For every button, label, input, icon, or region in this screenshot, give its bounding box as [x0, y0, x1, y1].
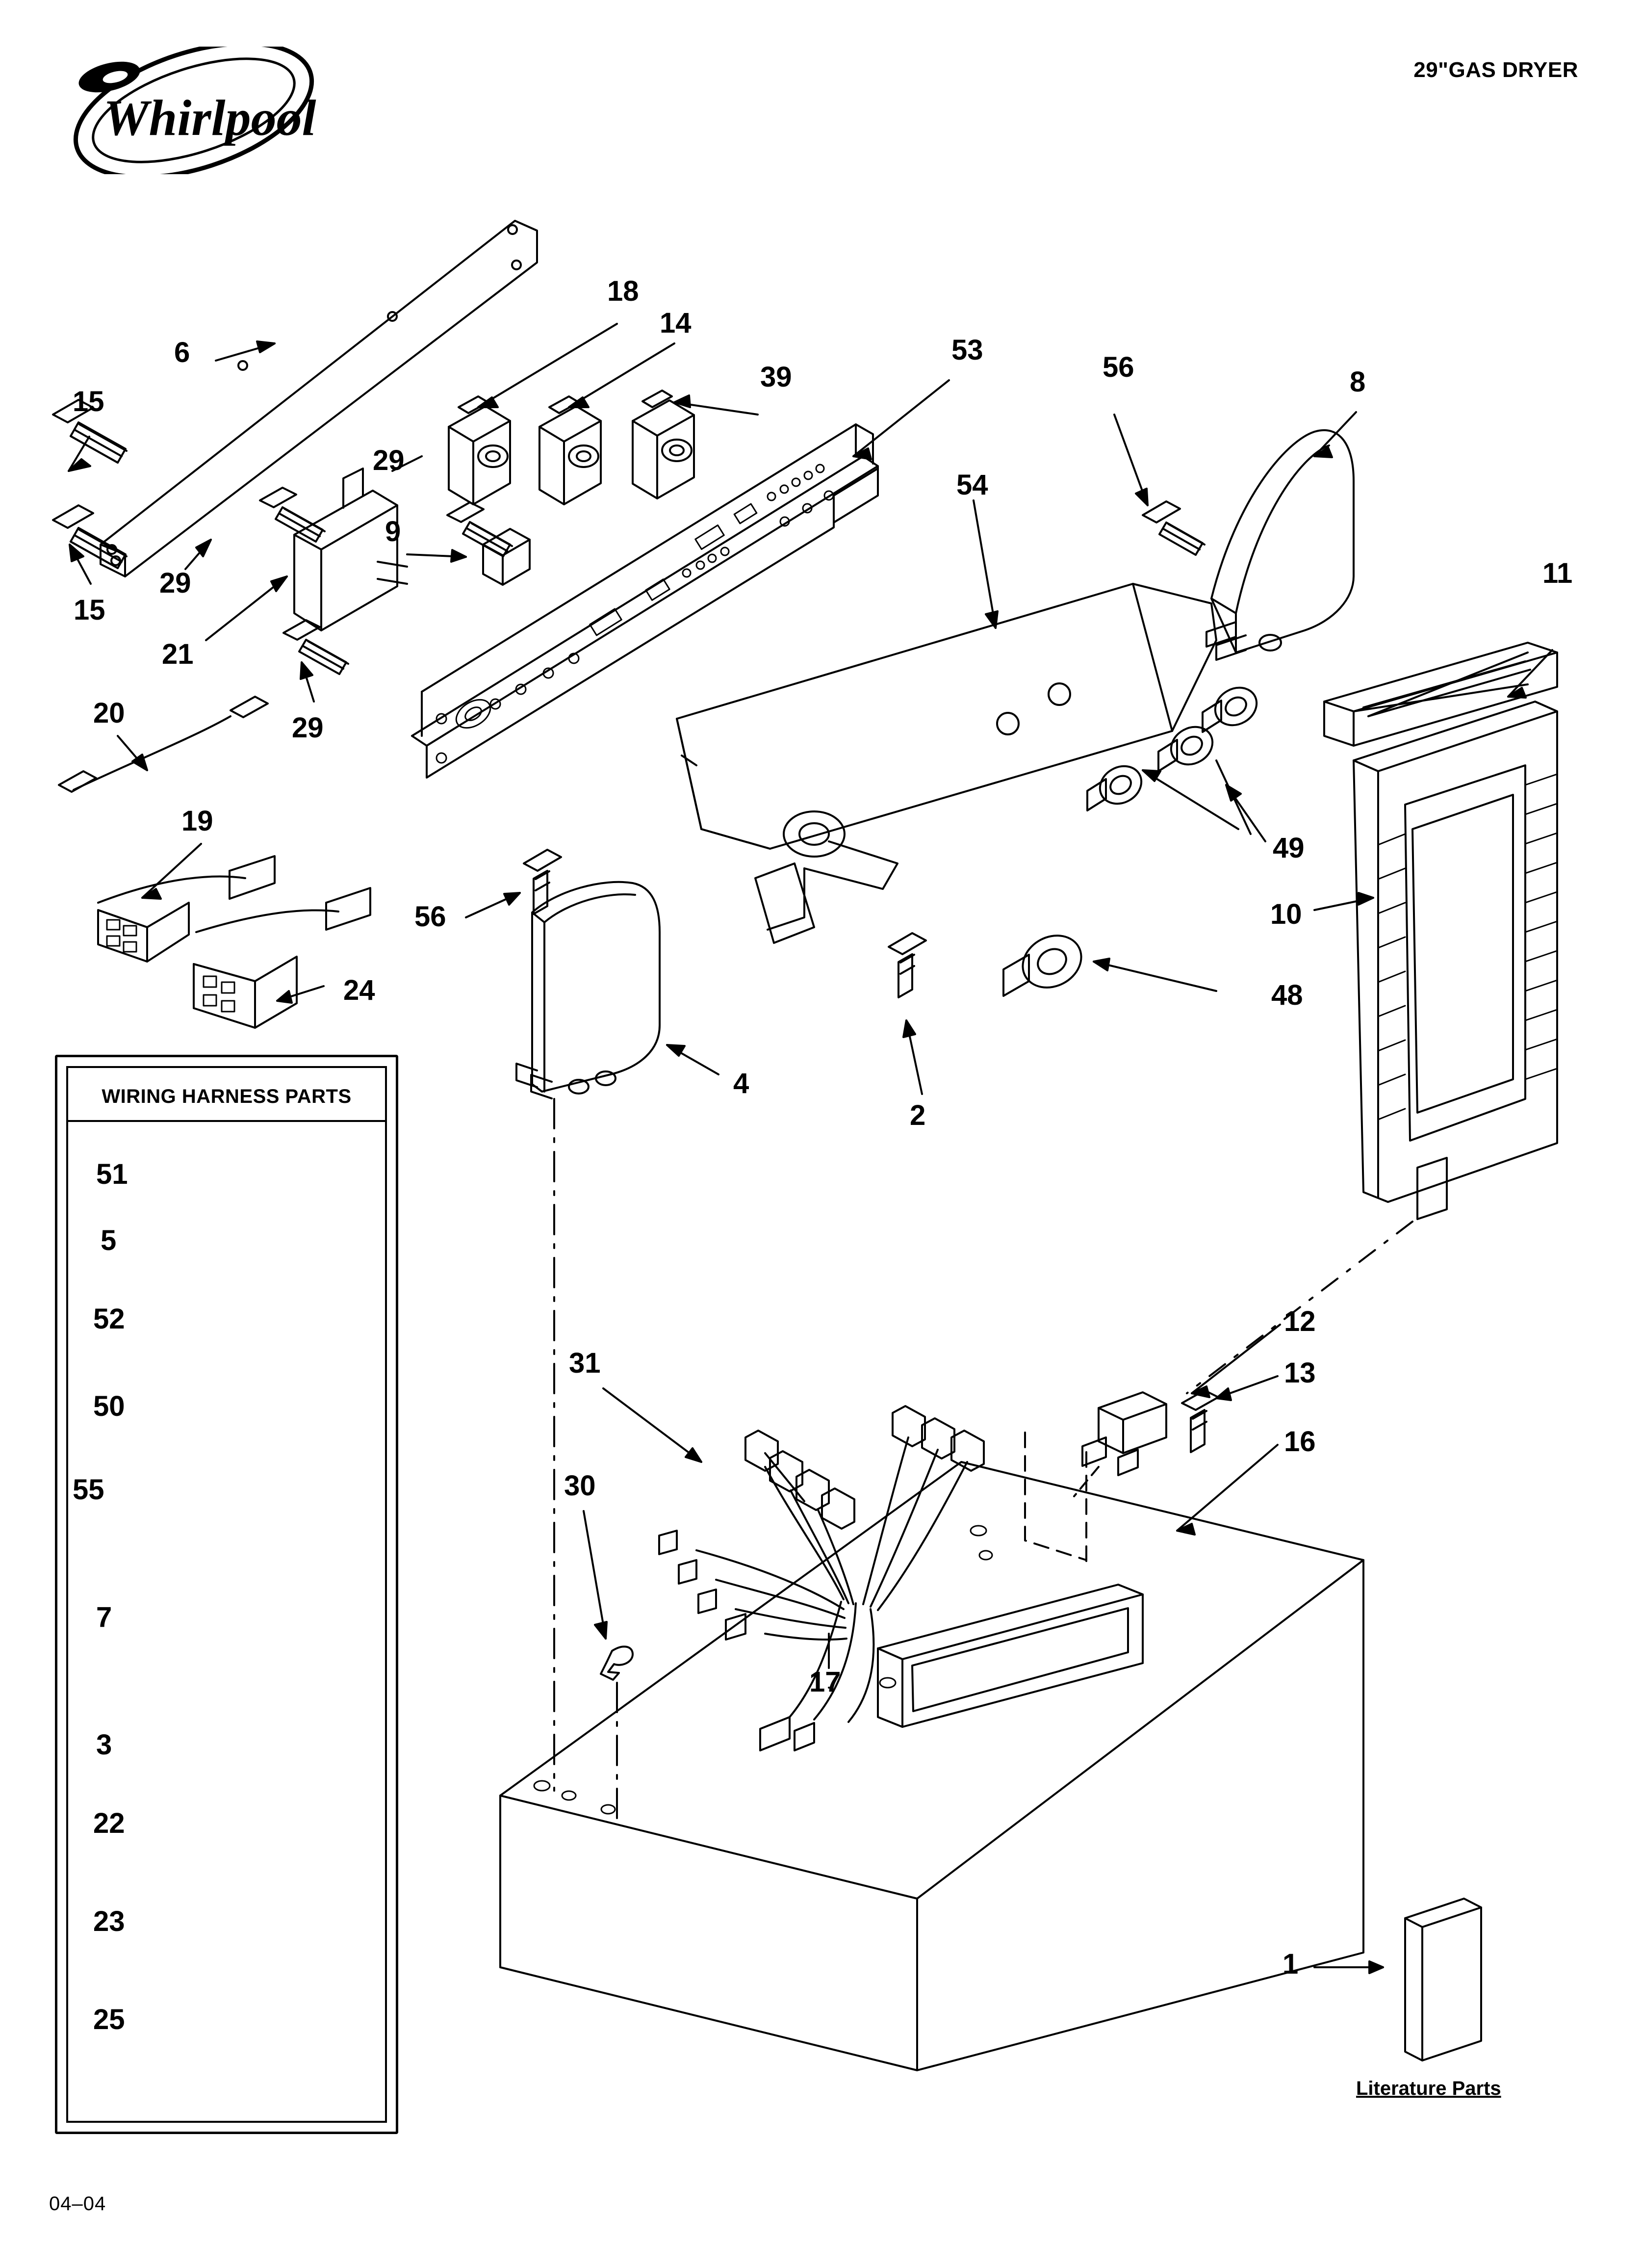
wiring-callout-22: 22 [93, 1807, 125, 1839]
svg-text:Whirlpool: Whirlpool [103, 90, 316, 146]
wiring-harness-panel-border [66, 1066, 387, 2123]
wiring-callout-25: 25 [93, 2004, 125, 2035]
callout-29-a: 29 [373, 444, 405, 476]
callout-21: 21 [162, 638, 194, 670]
callout-14: 14 [660, 307, 692, 339]
callout-13: 13 [1284, 1357, 1316, 1389]
callout-8: 8 [1350, 366, 1366, 398]
callout-29-c: 29 [292, 712, 324, 744]
wiring-callout-5: 5 [101, 1225, 117, 1256]
wiring-harness-panel-divider [66, 1120, 387, 1122]
callout-53: 53 [951, 334, 983, 366]
callout-49: 49 [1273, 832, 1305, 864]
callout-1: 1 [1283, 1948, 1299, 1980]
callout-39: 39 [760, 361, 792, 393]
callout-20: 20 [93, 697, 125, 729]
callout-56-lower: 56 [414, 901, 446, 933]
callout-10: 10 [1270, 898, 1302, 930]
wiring-callout-50: 50 [93, 1390, 125, 1422]
wiring-callout-23: 23 [93, 1905, 125, 1937]
callout-31: 31 [569, 1347, 601, 1379]
callout-15-upper: 15 [73, 386, 104, 417]
callout-11: 11 [1542, 557, 1573, 589]
wiring-callout-55: 55 [73, 1474, 104, 1506]
callout-54: 54 [956, 469, 988, 501]
wiring-harness-panel-title: WIRING HARNESS PARTS [102, 1086, 352, 1107]
literature-parts-label: Literature Parts [1356, 2078, 1501, 2099]
callout-6: 6 [174, 337, 190, 368]
page-title: 29"GAS DRYER [1413, 58, 1578, 82]
callout-30: 30 [564, 1470, 596, 1502]
callout-16: 16 [1284, 1426, 1316, 1458]
callout-19: 19 [181, 805, 213, 837]
callout-29-b: 29 [159, 567, 191, 599]
callout-2: 2 [910, 1099, 926, 1131]
callout-12: 12 [1284, 1305, 1316, 1337]
callout-17: 17 [809, 1666, 841, 1698]
callout-56-upper: 56 [1103, 351, 1134, 383]
callout-9: 9 [385, 516, 401, 547]
wiring-callout-3: 3 [96, 1729, 112, 1761]
wiring-callout-51: 51 [96, 1158, 128, 1190]
wiring-harness-parts-panel: WIRING HARNESS PARTS [55, 1055, 398, 2134]
callout-15-lower: 15 [74, 594, 105, 626]
callout-24: 24 [343, 974, 375, 1006]
wiring-callout-7: 7 [96, 1601, 112, 1633]
whirlpool-logo: Whirlpool [47, 47, 351, 174]
callout-18: 18 [607, 275, 639, 307]
wiring-callout-52: 52 [93, 1303, 125, 1335]
callout-48: 48 [1271, 979, 1303, 1011]
callout-4: 4 [733, 1068, 749, 1099]
revision-date: 04–04 [49, 2193, 106, 2215]
